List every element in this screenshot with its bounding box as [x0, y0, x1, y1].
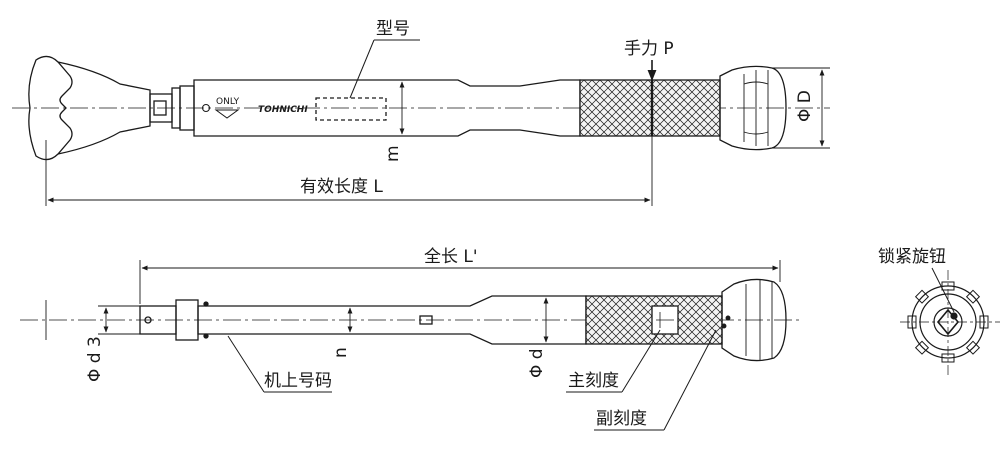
knob-teeth-icon	[907, 281, 989, 363]
total-length-dimension	[139, 260, 781, 304]
lock-knob-callout	[931, 267, 955, 313]
only-arrow-icon	[214, 109, 240, 119]
effective-length-dimension	[45, 136, 653, 206]
main-scale-callout	[566, 329, 661, 393]
top-end-cap	[719, 65, 787, 151]
diameter-d-label: Φ d	[527, 348, 547, 378]
bottom-wrench	[20, 278, 800, 362]
marking-dot-icon	[202, 104, 210, 112]
n-label: n	[331, 347, 351, 358]
diameter-d3-label: Φ d 3	[85, 336, 105, 382]
model-label: 型号	[376, 19, 410, 39]
end-view-outer-ring	[911, 285, 985, 359]
top-knurled-grip	[579, 79, 721, 137]
diameter-D-label: Φ D	[795, 90, 815, 122]
serial-number-label: 机上号码	[264, 371, 332, 391]
total-length-label: 全长 L'	[424, 247, 478, 267]
sub-scale-callout	[594, 329, 717, 431]
main-scale-label: 主刻度	[568, 371, 619, 391]
serial-callout	[227, 335, 332, 393]
end-view	[900, 270, 1000, 376]
hand-force-label: 手力 P	[624, 39, 674, 59]
model-callout	[349, 39, 420, 99]
serial-plate	[419, 315, 433, 325]
top-wrench	[12, 55, 830, 161]
model-label-box	[315, 97, 387, 121]
bottom-end-cap	[721, 278, 787, 362]
lock-knob-label: 锁紧旋钮	[878, 247, 946, 267]
diameter-D-dimension	[772, 67, 830, 149]
lock-knob-icon	[936, 308, 960, 336]
brand-mark-text: TOHNICHI	[258, 105, 308, 115]
m-label: m	[383, 145, 403, 162]
effective-length-label: 有效长度 L	[300, 177, 383, 197]
diameter-d3-dimension	[98, 305, 140, 335]
only-mark-text: ONLY	[216, 97, 240, 107]
open-end-head-icon	[28, 55, 73, 161]
wrench-markings: ONLY TOHNICHI	[202, 97, 308, 119]
sub-scale-label: 副刻度	[596, 409, 647, 429]
